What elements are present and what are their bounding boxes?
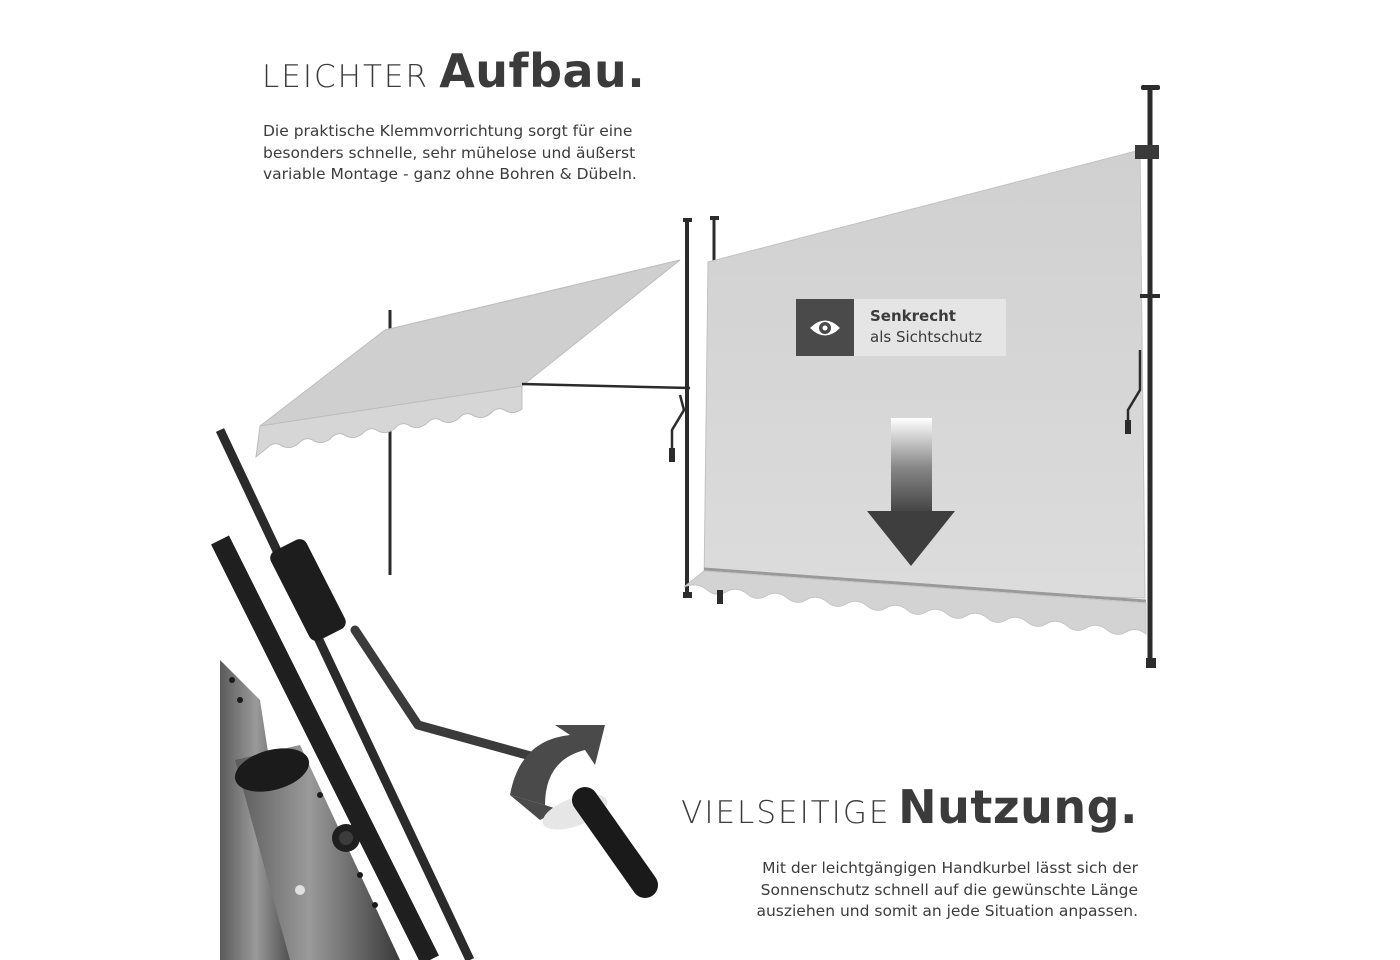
description-line: besonders schnelle, sehr mühelose und äu… [263, 143, 636, 162]
pole-clamp [234, 748, 310, 792]
description-bottom: Mit der leichtgängigen Handkurbel lässt … [756, 858, 1138, 923]
privacy-screen-fabric [703, 149, 1146, 599]
privacy-screen-valance [683, 570, 1147, 636]
rotation-arrow-icon [510, 725, 605, 805]
awning-valance [255, 385, 523, 459]
pole-closeup [211, 428, 658, 960]
crank-sleeve [270, 539, 346, 641]
crank-arm [350, 625, 550, 765]
crank-handle-small [670, 394, 686, 460]
description-line: Die praktische Klemmvorrichtung sorgt fü… [263, 122, 633, 140]
badge-subtitle: als Sichtschutz [870, 328, 983, 346]
badge-title: Senkrecht [870, 307, 956, 325]
support-arm [521, 382, 691, 390]
awning-extended [255, 218, 692, 598]
description-line: Sonnenschutz schnell auf die gewünschte … [760, 880, 1138, 899]
crank-grip [572, 787, 658, 898]
heading-vielseitige-nutzung: VIELSEITIGE Nutzung. [681, 780, 1138, 834]
description-top: Die praktische Klemmvorrichtung sorgt fü… [263, 121, 637, 186]
heading-bold: Aufbau. [439, 44, 646, 98]
heading-light: LEICHTER [262, 59, 430, 95]
heading-bold: Nutzung. [898, 780, 1138, 834]
eye-icon [796, 299, 854, 356]
description-line: ausziehen und somit an jede Situation an… [756, 902, 1138, 920]
telescopic-pole [235, 745, 400, 960]
heading-leichter-aufbau: LEICHTER Aufbau. [262, 44, 645, 98]
description-line: variable Montage - ganz ohne Bohren & Dü… [263, 165, 637, 183]
sichtschutz-badge: Senkrecht als Sichtschutz [796, 299, 1006, 356]
heading-light: VIELSEITIGE [681, 795, 891, 831]
down-arrow-icon [867, 511, 955, 566]
description-line: Mit der leichtgängigen Handkurbel lässt … [762, 859, 1138, 877]
down-arrow-shaft [891, 418, 932, 516]
awning-vertical [683, 85, 1160, 668]
